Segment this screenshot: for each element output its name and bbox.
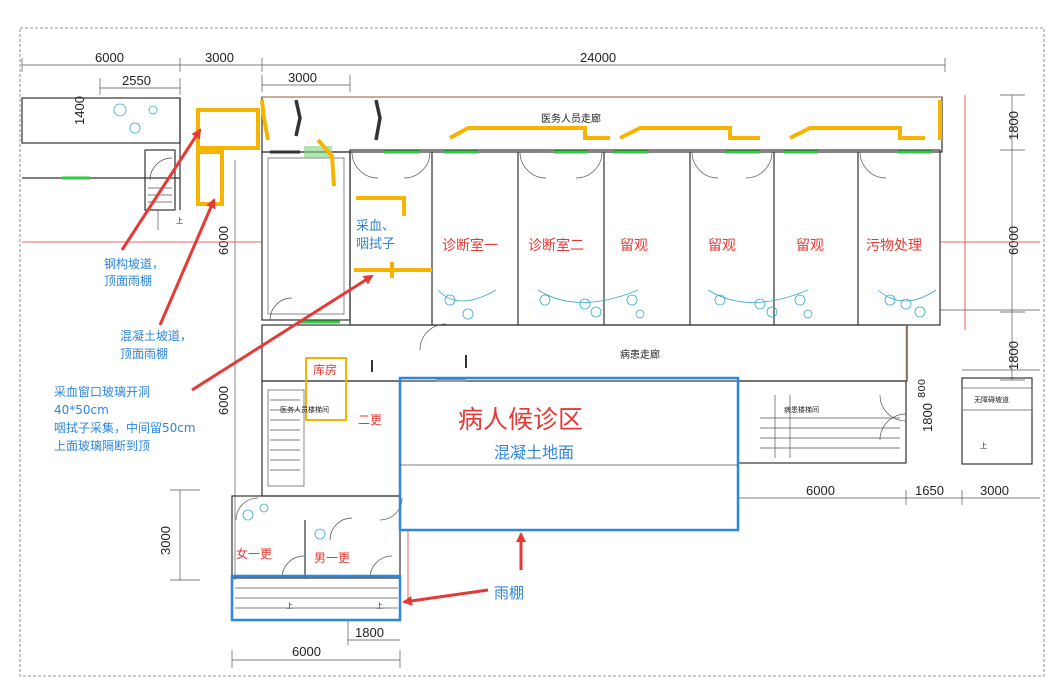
note-window-1: 采血窗口玻璃开洞 xyxy=(54,385,150,399)
door-swings xyxy=(149,151,907,579)
bottom-dimensions: 1800 6000 xyxy=(231,620,401,668)
left-stair-treads xyxy=(148,187,172,230)
label-change-2: 二更 xyxy=(358,413,382,427)
label-staff-stair: 医务人员楼梯间 xyxy=(280,405,329,414)
note-window-2: 40*50cm xyxy=(54,403,109,417)
right-dimensions: 1800 6000 1800 800 1800 xyxy=(917,94,1025,432)
arrow-window xyxy=(191,274,374,392)
dim-br-3000: 3000 xyxy=(980,483,1009,498)
red-axis-lines xyxy=(22,95,1040,600)
dim-2550: 2550 xyxy=(122,73,151,88)
label-consult-2: 诊断室二 xyxy=(528,237,584,254)
annotation-arrows xyxy=(120,128,526,606)
dim-bottom-6000: 6000 xyxy=(292,644,321,659)
label-female-change: 女一更 xyxy=(236,546,272,561)
dim-right-6000: 6000 xyxy=(1006,226,1021,255)
dim-br-1650: 1650 xyxy=(915,483,944,498)
dim-right-1800-b: 1800 xyxy=(1006,341,1021,370)
waiting-area-outline xyxy=(398,376,740,532)
dim-top-24000: 24000 xyxy=(580,50,616,65)
label-staff-corridor: 医务人员走廊 xyxy=(541,112,601,125)
dim-left-6000-a: 6000 xyxy=(216,226,231,255)
dim-left-6000-b: 6000 xyxy=(216,386,231,415)
label-blood-line1: 采血、 xyxy=(356,219,395,234)
left-dimensions: 1400 6000 6000 3000 xyxy=(72,96,236,581)
dim-inner-800: 800 xyxy=(917,379,928,398)
note-concrete-ramp-1: 混凝土坡道， xyxy=(120,328,192,343)
bottom-right-dimensions: 6000 1650 3000 xyxy=(738,483,1040,505)
annotation-notes: 钢构坡道， 顶面雨棚 混凝土坡道， 顶面雨棚 采血窗口玻璃开洞 40*50cm … xyxy=(54,256,524,602)
waiting-area: 病人候诊区 混凝土地面 xyxy=(458,405,583,462)
dim-bottom-1800: 1800 xyxy=(355,625,384,640)
top-dimensions: 6000 3000 24000 2550 3000 xyxy=(21,50,946,95)
green-openings xyxy=(62,146,932,324)
dim-top-3000: 3000 xyxy=(205,50,234,65)
arrow-concrete-ramp xyxy=(158,198,216,326)
label-patient-corridor: 病患走廊 xyxy=(620,348,660,361)
label-stair-up-3: 上 xyxy=(286,601,293,610)
waiting-area-subtitle: 混凝土地面 xyxy=(494,443,574,462)
arrow-steel-ramp xyxy=(120,128,202,251)
patient-stair-treads xyxy=(760,395,900,458)
label-observe-3: 留观 xyxy=(796,238,824,254)
note-window-4: 上面玻璃隔断到顶 xyxy=(54,438,150,453)
canopy-steps xyxy=(235,587,398,609)
label-blood-line2: 咽拭子 xyxy=(356,237,395,252)
black-wall-segments xyxy=(270,99,467,382)
label-observe-2: 留观 xyxy=(708,238,736,254)
room-labels: 医务人员走廊 病患走廊 采血、 咽拭子 诊断室一 诊断室二 留观 留观 留观 污… xyxy=(176,112,1009,610)
dim-left-3000: 3000 xyxy=(158,526,173,555)
blue-outlines xyxy=(230,376,740,622)
fixtures xyxy=(113,103,937,540)
staff-stair-treads xyxy=(270,399,300,471)
dim-3000-second: 3000 xyxy=(288,70,317,85)
label-observe-1: 留观 xyxy=(620,238,648,254)
label-storage: 库房 xyxy=(313,362,337,377)
note-canopy: 雨棚 xyxy=(494,584,524,602)
label-consult-1: 诊断室一 xyxy=(442,237,498,254)
note-steel-ramp-2: 顶面雨棚 xyxy=(104,273,152,288)
label-male-change: 男一更 xyxy=(314,551,350,565)
waiting-area-title: 病人候诊区 xyxy=(458,405,583,434)
note-window-3: 咽拭子采集，中间留50cm xyxy=(54,420,196,435)
note-steel-ramp-1: 钢构坡道， xyxy=(104,256,164,271)
label-barrier-free: 无障碍坡道 xyxy=(974,395,1009,404)
dim-inner-1800: 1800 xyxy=(920,403,935,432)
label-waste: 污物处理 xyxy=(866,238,922,254)
dim-top-6000: 6000 xyxy=(95,50,124,65)
drawing-frame xyxy=(19,27,1045,677)
note-concrete-ramp-2: 顶面雨棚 xyxy=(120,346,168,361)
label-stair-up-1: 上 xyxy=(176,216,183,225)
canopy-outline xyxy=(230,574,402,622)
dim-left-1400: 1400 xyxy=(72,96,87,125)
label-stair-up-2: 上 xyxy=(980,441,987,450)
label-stair-up-4: 上 xyxy=(376,601,383,610)
building-walls xyxy=(21,96,1040,579)
dim-right-1800-a: 1800 xyxy=(1006,111,1021,140)
label-patient-stair: 病患楼梯间 xyxy=(784,405,819,414)
dim-br-6000: 6000 xyxy=(806,483,835,498)
arrow-canopy xyxy=(402,588,489,606)
